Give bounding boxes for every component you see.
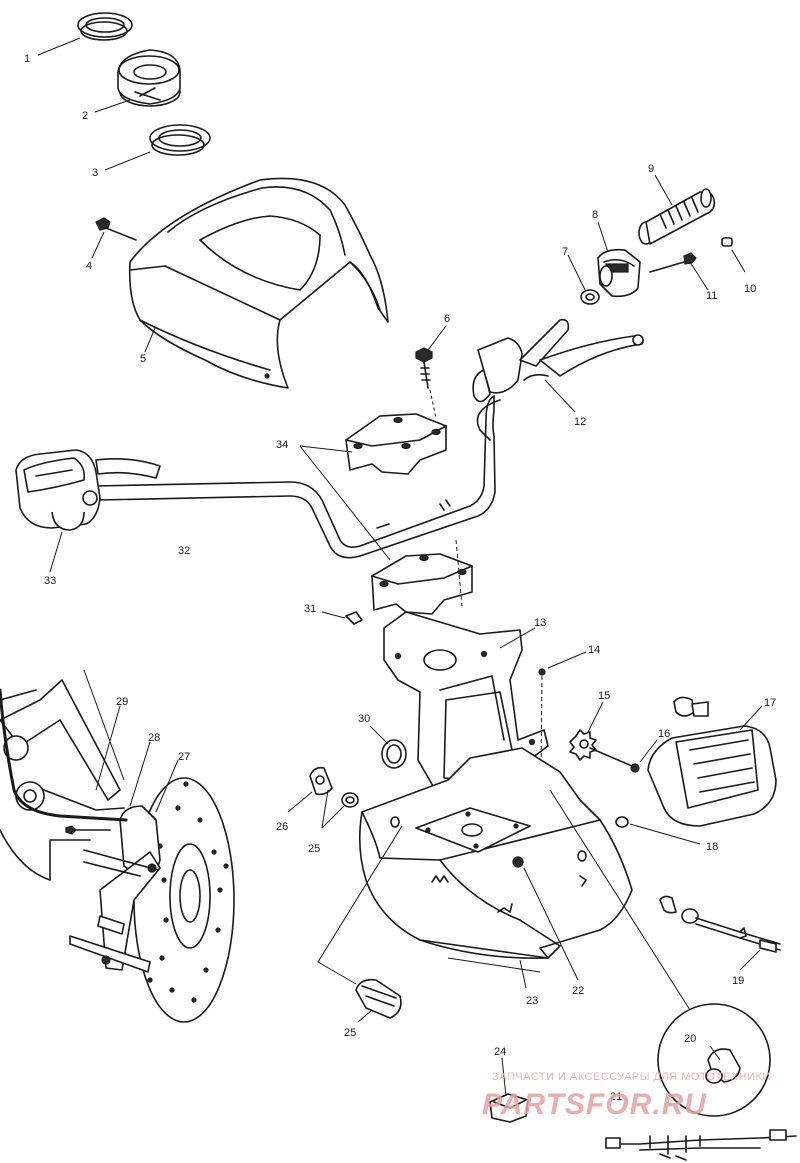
part-25-bulb-socket-lower: [355, 978, 402, 1019]
part-16-bolt: [589, 747, 640, 773]
watermark: ЗАПЧАСТИ И АКСЕССУАРЫ ДЛЯ МОТОТЕХНИКИ PA…: [482, 1071, 771, 1121]
part-34-lower-clamp: [371, 553, 473, 615]
part-8-throttle-housing: [597, 248, 641, 298]
callout-7: 7: [562, 246, 568, 258]
part-29-bolt: [65, 825, 111, 835]
part-10-cap: [721, 237, 733, 247]
watermark-brand: PARTSFOR.RU: [482, 1088, 707, 1121]
callout-23: 23: [526, 995, 538, 1007]
callout-3: 3: [92, 167, 98, 179]
callout-8: 8: [592, 209, 598, 221]
watermark-tagline: ЗАПЧАСТИ И АКСЕССУАРЫ ДЛЯ МОТОТЕХНИКИ: [492, 1071, 771, 1083]
callout-13: 13: [534, 617, 546, 629]
callout-21: 21: [610, 1091, 622, 1103]
part-32-handlebar: [95, 395, 496, 559]
part-26-bulb-socket: [309, 766, 333, 796]
callout-9: 9: [648, 163, 654, 175]
part-23-shroud: [358, 747, 633, 959]
callout-20: 20: [684, 1033, 696, 1045]
part-18-o-ring: [615, 816, 629, 828]
part-22-grommet: [512, 856, 524, 868]
part-17-headlight: [647, 696, 777, 827]
part-9-grip: [638, 188, 716, 245]
callout-6: 6: [444, 313, 450, 325]
callout-10: 10: [744, 283, 756, 295]
part-31-nut: [345, 611, 363, 625]
callout-1: 1: [24, 53, 30, 65]
part-3-ring: [149, 124, 211, 156]
callout-31: 31: [304, 603, 316, 615]
callout-29: 29: [116, 696, 128, 708]
part-28-caliper: [69, 805, 161, 973]
callout-19: 19: [732, 975, 744, 987]
part-19-cable: [659, 895, 781, 953]
callout-26: 26: [276, 821, 288, 833]
part-13-bracket: [383, 611, 549, 799]
callout-15: 15: [598, 690, 610, 702]
callout-18: 18: [706, 841, 718, 853]
callout-30: 30: [358, 713, 370, 725]
part-25-grommet-upper: [341, 792, 359, 808]
callout-11: 11: [706, 290, 717, 302]
callout-34: 34: [276, 439, 288, 451]
part-4-screw: [95, 217, 137, 241]
part-1-ring: [77, 12, 133, 41]
callout-17: 17: [764, 697, 776, 709]
callout-22: 22: [572, 985, 584, 997]
part-34-upper-clamp: [345, 413, 447, 475]
callout-28: 28: [148, 732, 160, 744]
front-fork: [0, 679, 125, 881]
part-6-bolt: [415, 347, 433, 389]
part-30-socket: [381, 739, 407, 769]
part-20-detail: [657, 1003, 771, 1117]
part-24-clip: [489, 1093, 529, 1123]
callout-25-upper: 25: [308, 843, 320, 855]
callout-14: 14: [588, 644, 600, 656]
callout-5: 5: [140, 353, 146, 365]
callout-25-lower: 25: [344, 1027, 356, 1039]
callout-16: 16: [658, 728, 670, 740]
callout-2: 2: [82, 110, 88, 122]
part-7-washer: [580, 289, 600, 305]
callout-27: 27: [178, 751, 190, 763]
callout-12: 12: [574, 416, 586, 428]
part-15-star-washer: [569, 729, 597, 761]
part-21-wire-harness: [605, 1129, 797, 1161]
part-11-screw: [649, 252, 697, 273]
part-33-master-cylinder: [15, 449, 161, 531]
callout-24: 24: [494, 1046, 506, 1058]
part-2-bushing: [117, 49, 181, 107]
part-5-cover: [128, 177, 389, 389]
callout-32: 32: [178, 545, 190, 557]
part-12-brake-lever: [472, 318, 644, 441]
callout-4: 4: [86, 260, 92, 272]
callout-33: 33: [44, 575, 56, 587]
